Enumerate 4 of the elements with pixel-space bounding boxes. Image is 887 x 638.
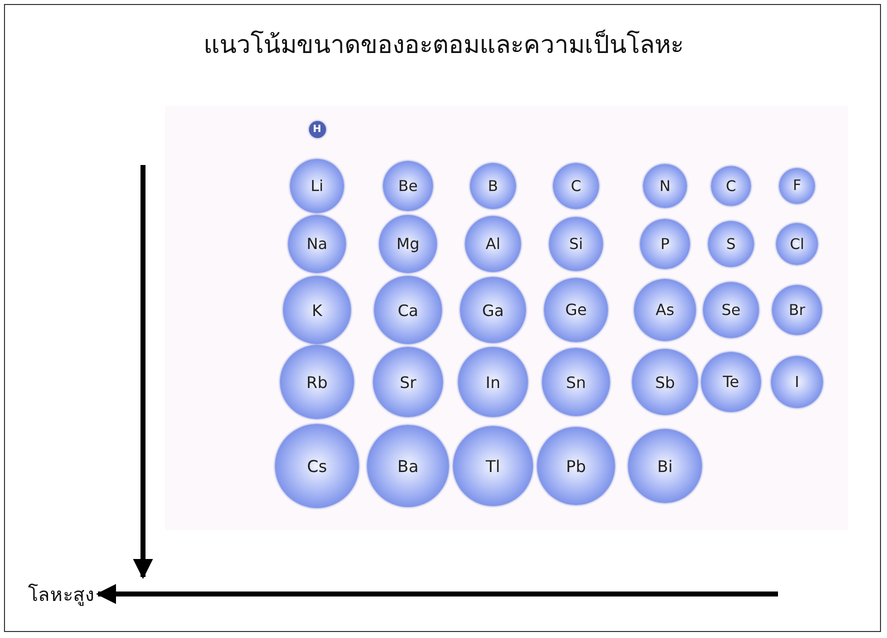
trend-label: โลหะสูง — [28, 579, 94, 609]
arrow — [133, 165, 153, 579]
title: แนวโน้มขนาดของอะตอมและความเป็นโลหะ — [202, 28, 684, 61]
arrow — [96, 584, 778, 604]
